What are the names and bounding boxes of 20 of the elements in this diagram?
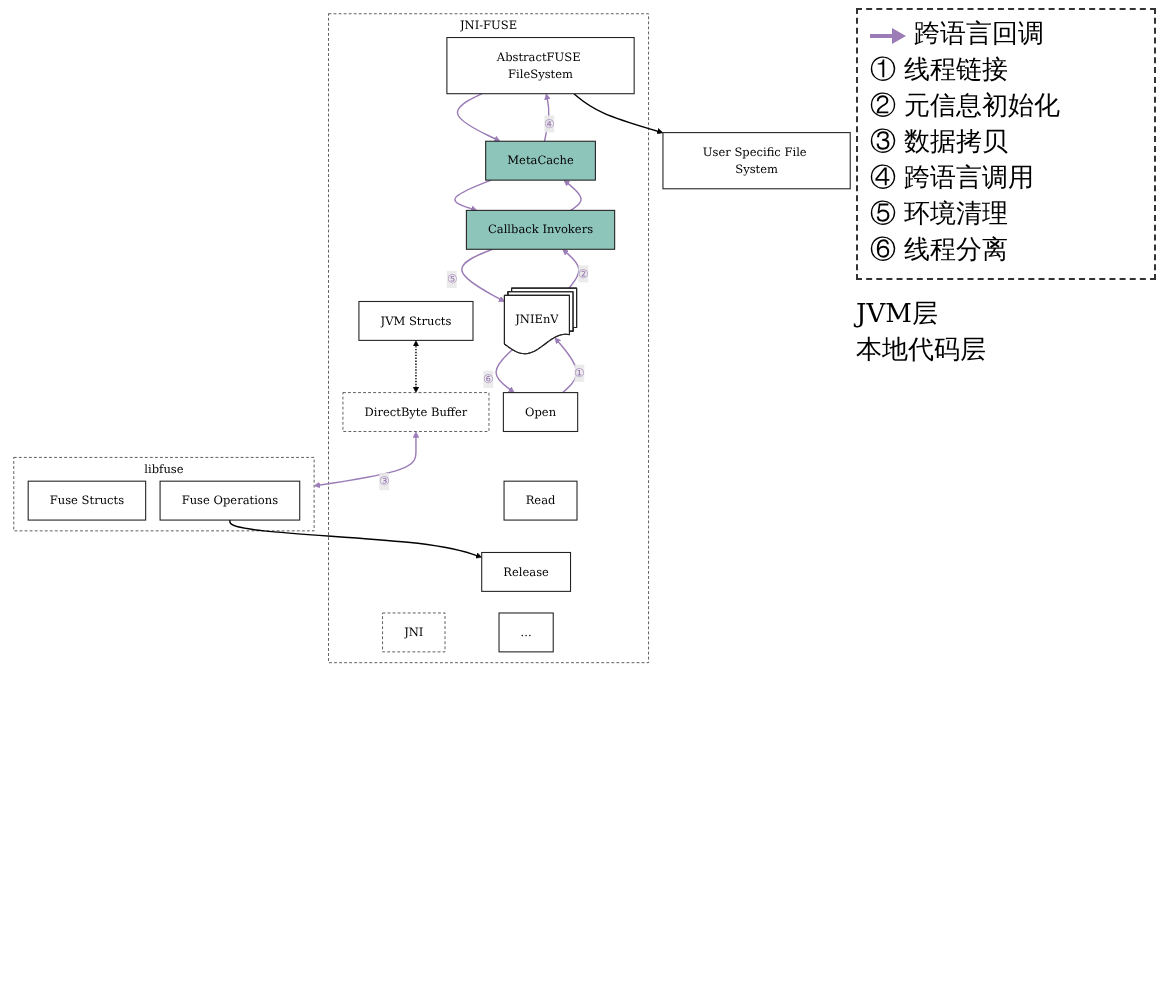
arrow	[573, 93, 664, 135]
arrow	[461, 248, 506, 302]
arrow	[456, 93, 501, 142]
arrow	[563, 179, 582, 212]
arrow	[454, 179, 492, 212]
legend-text: ② 元信息初始化	[870, 90, 1061, 126]
legend-text: ③ 数据拷贝	[870, 126, 1009, 162]
arrow	[554, 337, 578, 394]
layer-label: 本地代码层	[856, 334, 988, 368]
legend-text: ⑥ 线程分离	[870, 234, 1009, 270]
arrow	[495, 348, 515, 393]
arrow	[313, 431, 420, 489]
legend-text: ④ 跨语言调用	[870, 162, 1035, 198]
arrow	[229, 519, 482, 559]
legend-text: ⑤ 环境清理	[870, 198, 1009, 234]
arrow	[412, 340, 420, 393]
arrow	[562, 249, 580, 290]
legend-text: 跨语言回调	[914, 18, 1044, 54]
layer-label: JVM层	[856, 298, 940, 332]
legend-text: ① 线程链接	[870, 54, 1009, 90]
